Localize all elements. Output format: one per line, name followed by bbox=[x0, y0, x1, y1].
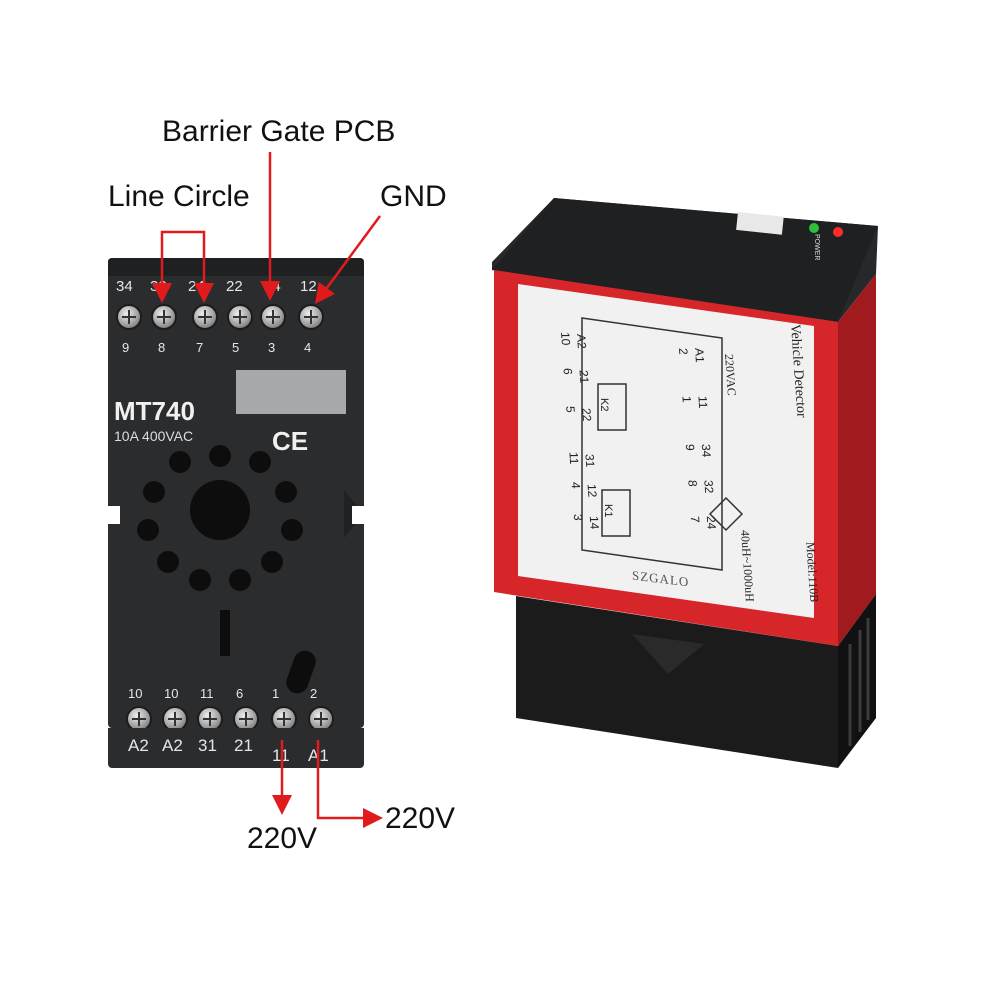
schematic-pin: 6 bbox=[560, 368, 575, 375]
power-label-a: 220V bbox=[247, 822, 318, 855]
top-pin-7: 7 bbox=[196, 340, 204, 355]
detector-voltage: 220VAC bbox=[722, 354, 739, 396]
schematic-pin: 5 bbox=[563, 406, 578, 413]
screw-icon[interactable] bbox=[151, 304, 177, 330]
schematic-pin: 1 bbox=[679, 396, 694, 403]
bottom-pin-11: 11 bbox=[200, 686, 214, 701]
top-pin-9: 9 bbox=[122, 340, 130, 355]
top-pin-3: 3 bbox=[268, 340, 276, 355]
schematic-terminal: 21 bbox=[576, 370, 592, 384]
relay-socket: 34 32 24 22 14 12 9 8 7 5 3 4 MT740 10A … bbox=[108, 258, 364, 728]
relay-k2: K2 bbox=[598, 398, 610, 412]
schematic-pin: 3 bbox=[570, 514, 586, 521]
schematic-pin: 4 bbox=[568, 482, 583, 489]
schematic-terminal: 14 bbox=[586, 516, 602, 530]
screw-icon[interactable] bbox=[116, 304, 142, 330]
top-terminal-24: 24 bbox=[188, 278, 205, 295]
schematic-terminal: 11 bbox=[695, 396, 711, 409]
power-led-red bbox=[833, 227, 843, 237]
schematic-terminal: 34 bbox=[698, 444, 714, 458]
relay-k1: K1 bbox=[602, 504, 614, 518]
bottom-terminal-a1: A1 bbox=[308, 746, 329, 765]
top-terminal-32: 32 bbox=[150, 278, 167, 295]
screw-icon[interactable] bbox=[227, 304, 253, 330]
top-terminal-12: 12 bbox=[300, 278, 317, 295]
schematic-pin: 8 bbox=[685, 480, 700, 487]
screw-icon[interactable] bbox=[192, 304, 218, 330]
screw-icon[interactable] bbox=[197, 706, 223, 732]
bottom-terminal-31: 31 bbox=[198, 736, 217, 755]
detector-voltage-row: 220VAC bbox=[720, 354, 741, 396]
schematic-pin: 7 bbox=[687, 516, 703, 523]
top-terminal-34: 34 bbox=[116, 278, 133, 295]
schematic-pin: 2 bbox=[676, 348, 691, 355]
screw-icon[interactable] bbox=[298, 304, 324, 330]
top-terminal-22: 22 bbox=[226, 278, 243, 295]
schematic-terminal: 24 bbox=[703, 516, 719, 530]
relay-k2-row: K2 bbox=[596, 398, 614, 411]
top-terminal-14: 14 bbox=[264, 278, 281, 295]
bottom-pin-10b: 10 bbox=[164, 686, 179, 701]
bottom-terminal-a2b: A2 bbox=[162, 736, 183, 755]
socket-pin-holes bbox=[108, 445, 364, 591]
gnd-label: GND bbox=[380, 180, 447, 213]
detector-body bbox=[492, 198, 878, 768]
bottom-pin-2: 2 bbox=[310, 686, 318, 701]
top-pin-4: 4 bbox=[304, 340, 312, 355]
screw-icon[interactable] bbox=[271, 706, 297, 732]
schematic-terminal: 12 bbox=[584, 484, 600, 498]
detector-inductance: 40uH~1000uH bbox=[738, 530, 758, 602]
key-slot bbox=[220, 610, 230, 656]
relay-k1-row: K1 bbox=[600, 504, 618, 517]
screw-icon[interactable] bbox=[260, 304, 286, 330]
socket-rating: 10A 400VAC bbox=[114, 428, 194, 444]
schematic-terminal: A2 bbox=[574, 334, 590, 349]
bottom-pin-10: 10 bbox=[128, 686, 143, 701]
line-circle-label: Line Circle bbox=[108, 180, 250, 213]
barrier-gate-pcb-label: Barrier Gate PCB bbox=[162, 115, 396, 148]
detector-power-label: POWER bbox=[813, 234, 820, 261]
schematic-pin: 9 bbox=[682, 444, 698, 451]
schematic-pin: 11 bbox=[566, 452, 582, 465]
schematic-terminal: 32 bbox=[701, 480, 717, 494]
socket-top-ridge bbox=[108, 258, 364, 276]
socket-model: MT740 bbox=[114, 396, 195, 426]
top-pin-5: 5 bbox=[232, 340, 240, 355]
bottom-terminal-21: 21 bbox=[234, 736, 253, 755]
bottom-terminal-a2: A2 bbox=[128, 736, 149, 755]
vehicle-detector: Vehicle Detector Model:110B 220VAC 40uH~… bbox=[492, 198, 878, 768]
schematic-terminal: A1 bbox=[692, 348, 708, 363]
schematic-terminal: 31 bbox=[582, 454, 598, 468]
power-led-green bbox=[809, 223, 819, 233]
bottom-pin-1: 1 bbox=[272, 686, 280, 701]
detector-power-label-row: POWER bbox=[810, 234, 828, 260]
schematic-pin: 10 bbox=[558, 332, 573, 346]
ce-mark: CE bbox=[272, 426, 309, 456]
schematic-terminal: 22 bbox=[579, 408, 595, 422]
power-label-b: 220V bbox=[385, 802, 456, 835]
top-pin-8: 8 bbox=[158, 340, 166, 355]
bottom-pin-6: 6 bbox=[236, 686, 244, 701]
label-patch bbox=[236, 370, 346, 414]
bottom-terminal-11: 11 bbox=[272, 746, 290, 765]
